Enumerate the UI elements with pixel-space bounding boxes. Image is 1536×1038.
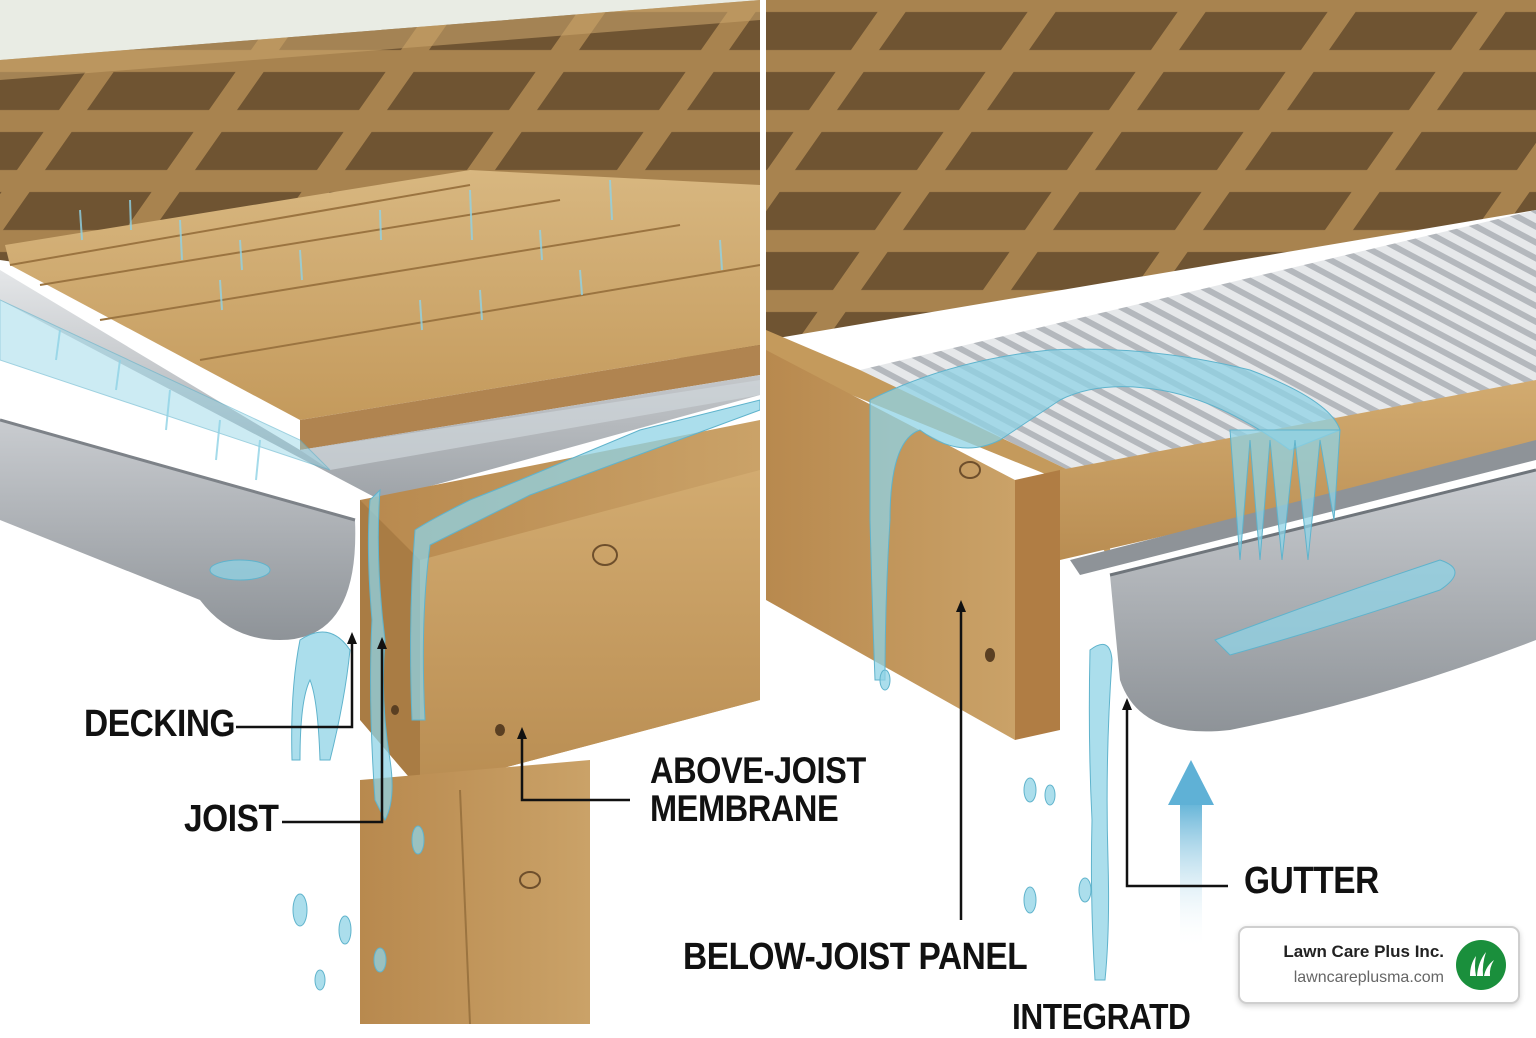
left-membrane xyxy=(0,270,760,500)
leader-lines xyxy=(236,608,1228,920)
membrane-leader xyxy=(520,735,630,802)
left-rain-streaks xyxy=(55,179,723,481)
label-above-joist-line2: MEMBRANE xyxy=(650,788,839,829)
grass-leaf-icon xyxy=(1456,940,1506,990)
gutter-leader xyxy=(1125,706,1228,888)
label-joist: JOIST xyxy=(184,798,279,840)
brand-url[interactable]: lawncareplusma.com xyxy=(1293,969,1444,986)
left-gutter xyxy=(0,418,356,640)
label-integrated: INTEGRATD xyxy=(1012,996,1191,1037)
label-above-joist-membrane: ABOVE-JOIST MEMBRANE xyxy=(650,752,866,828)
joist-leader xyxy=(282,645,384,824)
brand-name: Lawn Care Plus Inc. xyxy=(1283,942,1444,961)
upward-flow-arrow xyxy=(1168,760,1214,950)
right-water xyxy=(869,348,1456,981)
panel-divider xyxy=(760,0,766,1024)
leader-arrowheads xyxy=(347,600,1132,739)
label-decking: DECKING xyxy=(84,703,236,745)
label-above-joist-line1: ABOVE-JOIST xyxy=(650,750,866,791)
label-gutter: GUTTER xyxy=(1244,860,1379,902)
decking-leader xyxy=(236,640,354,729)
right-joist-grid xyxy=(766,0,1536,340)
left-decking xyxy=(5,170,761,450)
label-below-joist-panel: BELOW-JOIST PANEL xyxy=(683,936,1028,978)
brand-card[interactable]: Lawn Care Plus Inc. lawncareplusma.com xyxy=(1238,926,1520,1004)
